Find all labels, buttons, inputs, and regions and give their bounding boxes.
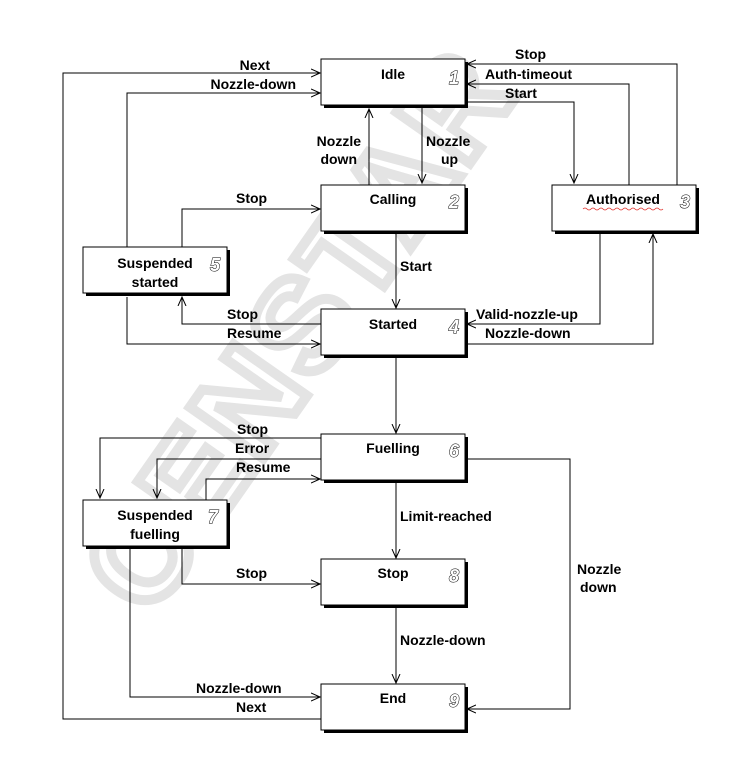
state-suspended-started: Suspended started 5 bbox=[82, 246, 230, 296]
state-end-label: End bbox=[380, 690, 406, 706]
label-next-top: Next bbox=[240, 57, 271, 73]
spellcheck-underline bbox=[582, 207, 664, 211]
edge-nozzle-down-susp-end bbox=[129, 548, 320, 697]
label-error-fuel-susp: Error bbox=[235, 440, 270, 456]
state-authorised-number: 3 bbox=[680, 192, 690, 212]
label-nozzle-down-calling-idle-2: down bbox=[320, 151, 357, 167]
label-start-idle-auth: Start bbox=[505, 85, 537, 101]
state-calling-label: Calling bbox=[370, 191, 417, 207]
label-nozzle-down-calling-idle-1: Nozzle bbox=[317, 133, 362, 149]
state-authorised: Authorised 3 bbox=[551, 184, 699, 234]
state-end: End 9 bbox=[320, 683, 468, 733]
label-stop-auth-idle: Stop bbox=[515, 46, 546, 62]
edge-start-idle-auth bbox=[466, 101, 574, 183]
label-nozzle-down-fuel-end-2: down bbox=[580, 579, 617, 595]
transition-edges bbox=[62, 64, 678, 720]
label-stop-susp-stop: Stop bbox=[236, 565, 267, 581]
state-suspended-started-line1: Suspended bbox=[117, 255, 192, 271]
state-suspended-started-line2: started bbox=[132, 274, 179, 290]
label-start-calling-started: Start bbox=[400, 258, 432, 274]
edge-resume-susp-started bbox=[126, 297, 320, 344]
state-calling-number: 2 bbox=[448, 192, 459, 212]
state-idle-number: 1 bbox=[449, 68, 459, 88]
label-nozzle-down-started-auth: Nozzle-down bbox=[485, 325, 571, 341]
state-fuelling-label: Fuelling bbox=[366, 440, 420, 456]
label-auth-timeout: Auth-timeout bbox=[485, 66, 572, 82]
state-started-label: Started bbox=[369, 316, 417, 332]
edge-auth-timeout bbox=[467, 84, 630, 185]
label-resume-susp-fuel: Resume bbox=[236, 459, 291, 475]
state-stop-label: Stop bbox=[377, 565, 408, 581]
state-fuelling: Fuelling 6 bbox=[320, 433, 468, 483]
label-nozzle-up-2: up bbox=[441, 151, 458, 167]
edge-resume-susp-fuel bbox=[205, 479, 320, 500]
label-nozzle-up-1: Nozzle bbox=[426, 133, 471, 149]
edge-next-end-idle bbox=[62, 73, 322, 720]
label-resume-susp-started: Resume bbox=[227, 325, 282, 341]
state-started-number: 4 bbox=[448, 317, 459, 337]
label-stop-started-susp: Stop bbox=[227, 306, 258, 322]
state-idle: Idle 1 bbox=[320, 58, 468, 108]
edge-nozzle-down-fuel-end bbox=[466, 458, 571, 709]
label-next-end: Next bbox=[236, 699, 267, 715]
edge-stop-susp-stop bbox=[181, 548, 320, 584]
state-fuelling-number: 6 bbox=[449, 441, 460, 461]
label-stop-susp-calling: Stop bbox=[236, 190, 267, 206]
label-limit-reached: Limit-reached bbox=[400, 508, 492, 524]
label-nozzle-down-stop-end: Nozzle-down bbox=[400, 632, 486, 648]
state-idle-label: Idle bbox=[381, 66, 405, 82]
edge-error-fuel-susp bbox=[157, 458, 321, 498]
edge-valid-nozzle-up bbox=[467, 232, 601, 324]
state-authorised-label: Authorised bbox=[586, 191, 660, 207]
state-started: Started 4 bbox=[320, 308, 468, 358]
edge-stop-auth-idle bbox=[467, 64, 678, 185]
state-suspended-fuelling-number: 7 bbox=[208, 507, 219, 527]
state-suspended-fuelling-line1: Suspended bbox=[117, 507, 192, 523]
state-suspended-started-number: 5 bbox=[210, 255, 221, 275]
state-stop: Stop 8 bbox=[320, 558, 468, 608]
state-suspended-fuelling: Suspended fuelling 7 bbox=[82, 499, 230, 549]
label-nozzle-down-fuel-end-1: Nozzle bbox=[577, 561, 622, 577]
state-stop-number: 8 bbox=[449, 566, 459, 586]
edge-stop-susp-calling bbox=[181, 209, 320, 247]
label-valid-nozzle-up: Valid-nozzle-up bbox=[476, 306, 578, 322]
label-nozzle-down-top: Nozzle-down bbox=[210, 76, 296, 92]
state-end-number: 9 bbox=[449, 691, 459, 711]
edge-stop-started-susp bbox=[182, 297, 321, 325]
state-calling: Calling 2 bbox=[320, 184, 468, 234]
state-suspended-fuelling-line2: fuelling bbox=[130, 526, 180, 542]
edge-stop-fuel-susp bbox=[100, 437, 321, 498]
label-nozzle-down-susp-end: Nozzle-down bbox=[196, 680, 282, 696]
edge-nozzle-down-susp-idle bbox=[126, 93, 320, 247]
transition-labels: Next Nozzle-down Stop Auth-timeout Start… bbox=[196, 46, 622, 715]
edge-nozzle-down-started-auth bbox=[466, 234, 653, 345]
label-stop-fuel-susp: Stop bbox=[237, 421, 268, 437]
